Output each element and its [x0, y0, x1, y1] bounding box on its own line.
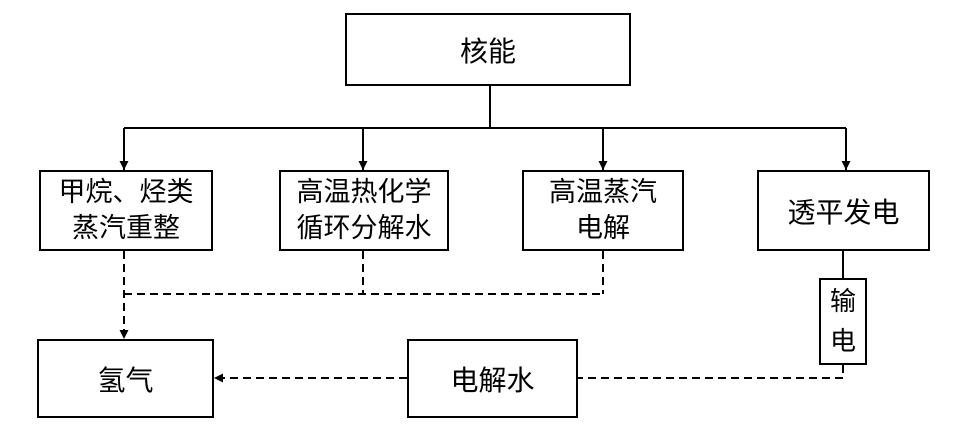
node-thermochemical-line1: 高温热化学 — [296, 176, 432, 208]
node-transmission-char1: 输 — [829, 286, 856, 317]
node-steam-line1: 高温蒸汽 — [549, 176, 657, 208]
node-power-generation-label: 透平发电 — [787, 195, 900, 229]
node-nuclear-energy: 核能 — [345, 13, 631, 86]
node-transmission-char2: 电 — [829, 326, 856, 357]
node-steam-electrolysis: 高温蒸汽 电解 — [522, 170, 684, 251]
node-methane-steam-reforming: 甲烷、烃类 蒸汽重整 — [39, 170, 213, 251]
node-hydrogen-label: 氢气 — [97, 363, 154, 397]
node-power-generation: 透平发电 — [757, 170, 930, 251]
node-thermochemical-line2: 循环分解水 — [296, 212, 432, 244]
node-methane-line2: 蒸汽重整 — [72, 212, 180, 244]
node-steam-line2: 电解 — [576, 212, 630, 244]
node-water-electrolysis-label: 电解水 — [450, 363, 535, 397]
node-power-transmission: 输 电 — [819, 278, 867, 365]
node-water-electrolysis: 电解水 — [407, 339, 578, 418]
node-hydrogen: 氢气 — [37, 339, 214, 418]
node-nuclear-energy-label: 核能 — [459, 34, 516, 68]
node-thermochemical-cycle: 高温热化学 循环分解水 — [279, 170, 449, 251]
node-methane-line1: 甲烷、烃类 — [58, 176, 194, 208]
